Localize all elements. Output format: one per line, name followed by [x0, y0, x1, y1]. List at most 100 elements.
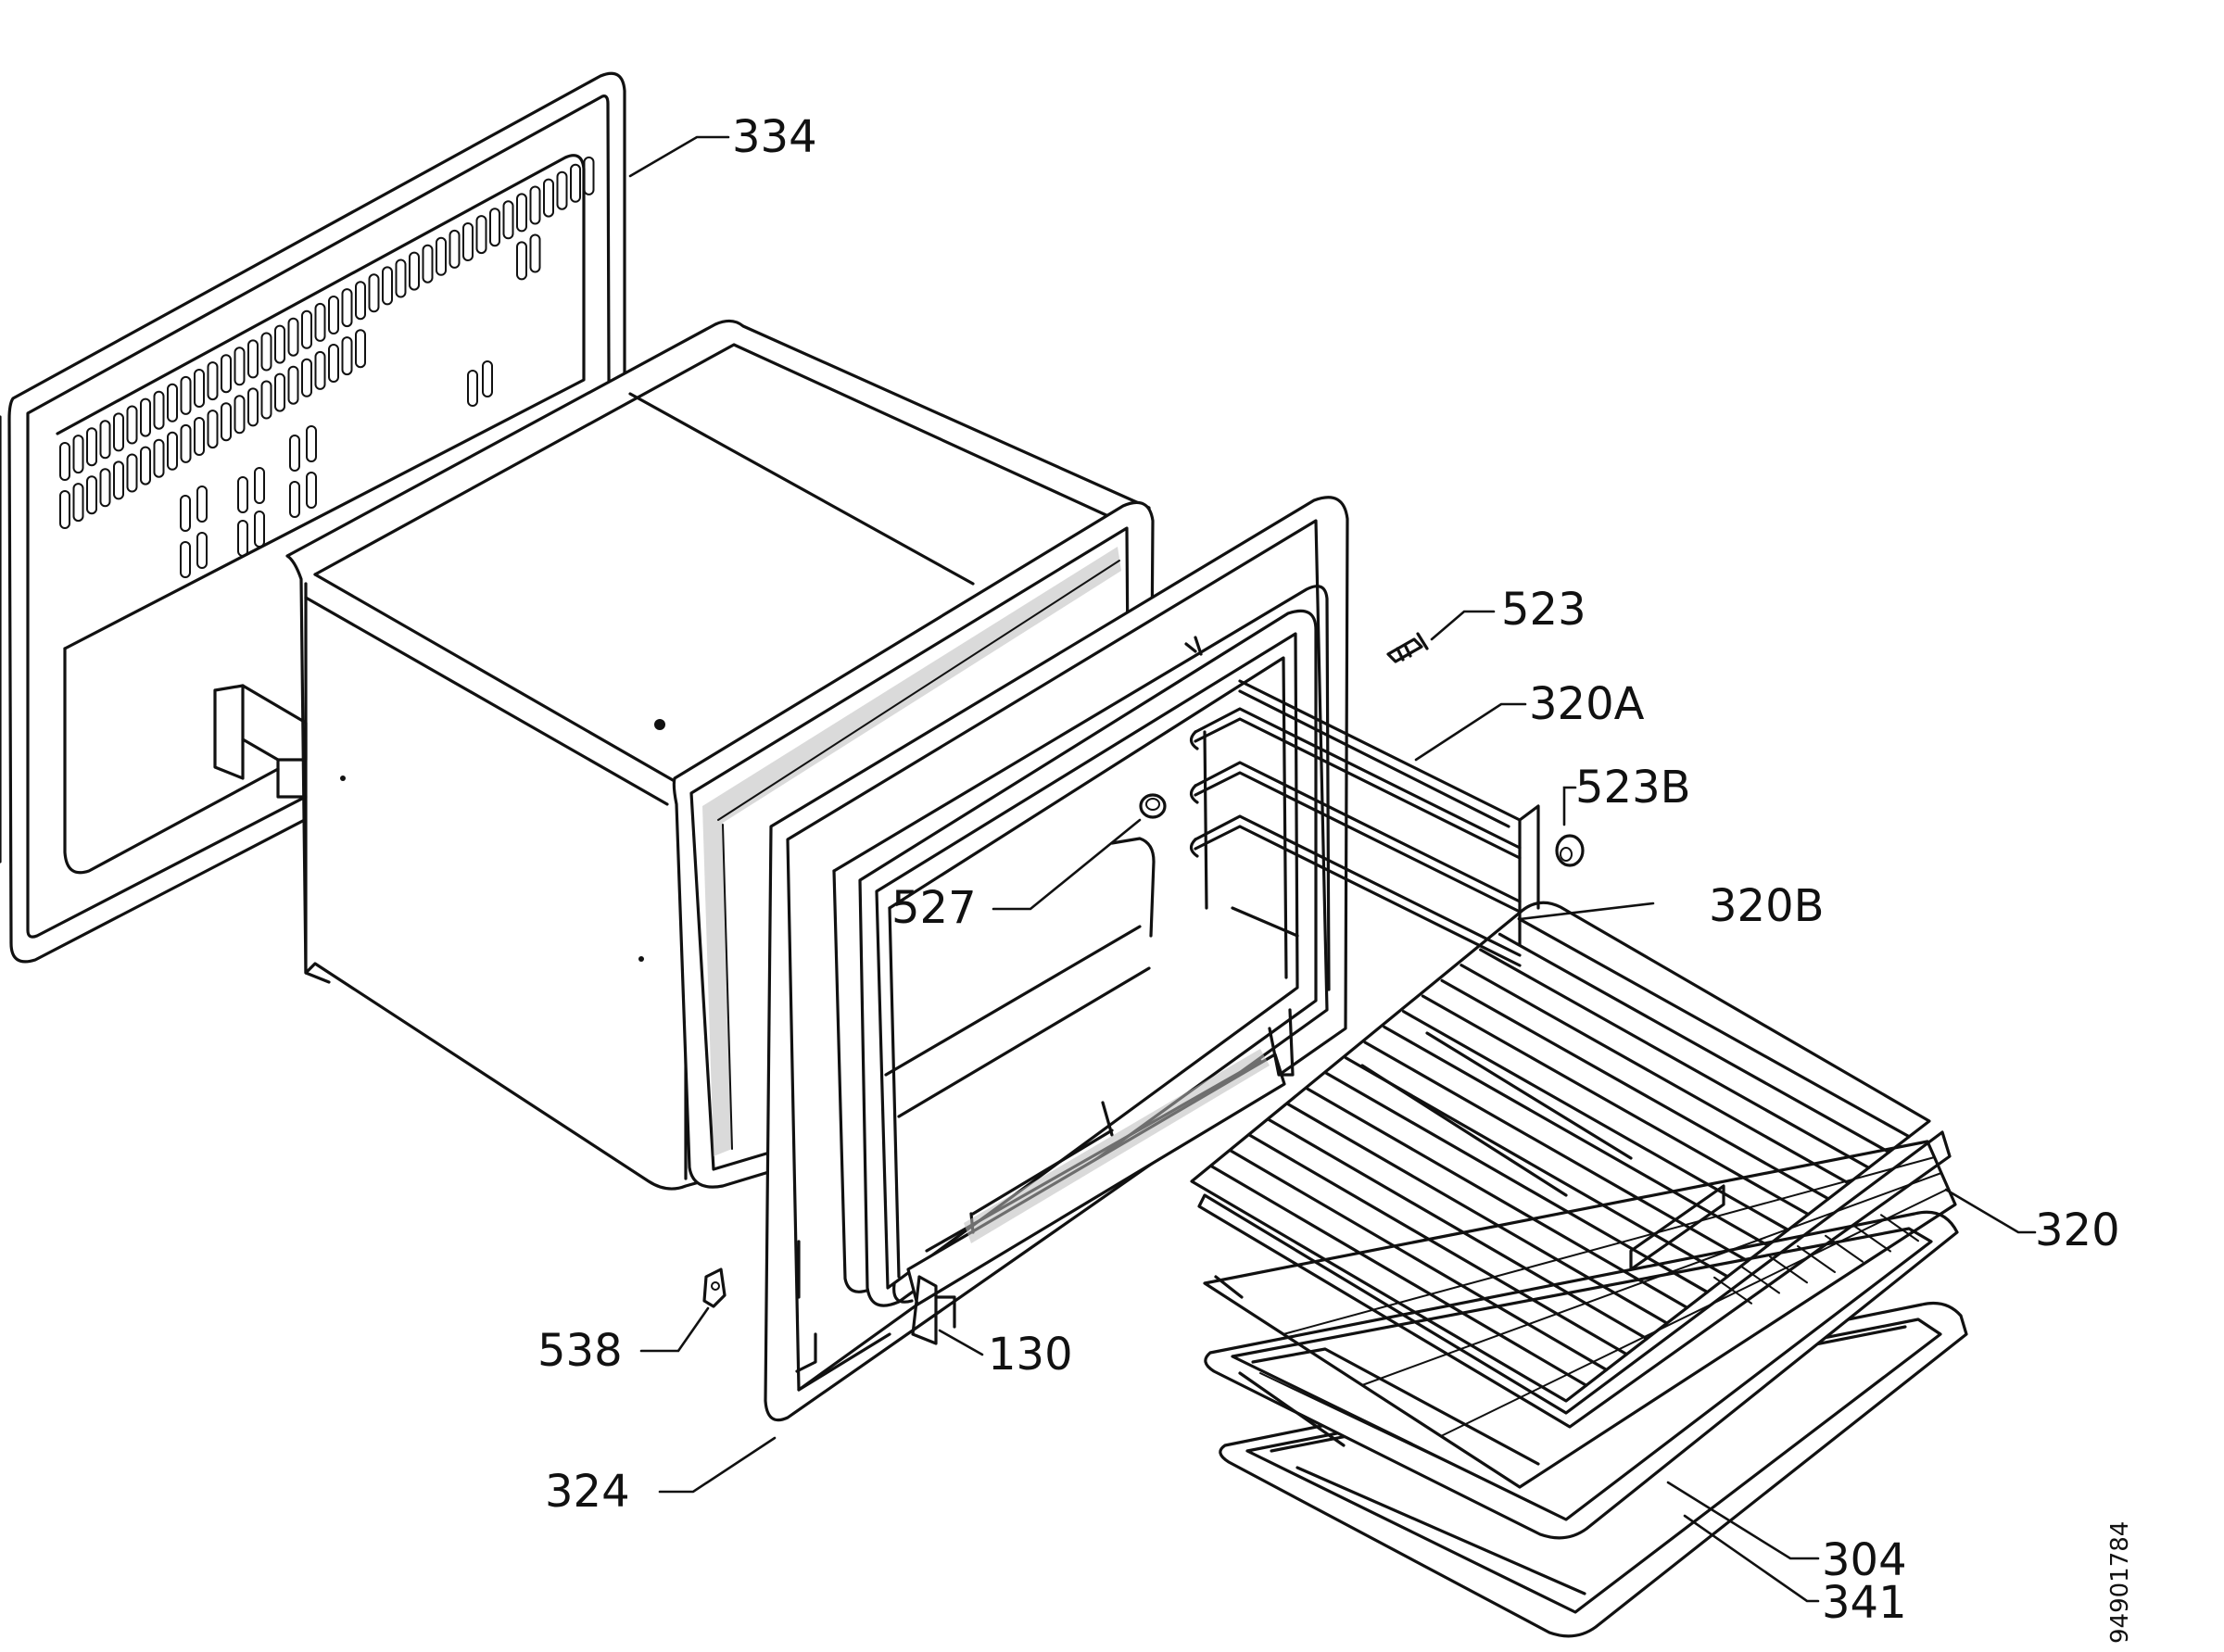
- vent-slot: [167, 431, 178, 471]
- vent-slot: [260, 332, 272, 372]
- rear-panel-334: [0, 71, 626, 964]
- vent-slot: [301, 309, 312, 349]
- vent-slot: [126, 453, 138, 493]
- vent-slot: [153, 438, 165, 478]
- vent-slot: [489, 208, 500, 247]
- callout-341: 341: [1822, 1577, 1907, 1629]
- vent-slot: [140, 446, 151, 486]
- vent-slot: [306, 472, 317, 509]
- callout-324: 324: [545, 1466, 630, 1518]
- vent-slot: [247, 387, 259, 427]
- vent-slot: [194, 417, 205, 456]
- callout-320B: 320B: [1709, 880, 1825, 932]
- vent-slot: [449, 229, 461, 269]
- vent-slot: [355, 329, 366, 369]
- vent-slot: [194, 369, 205, 408]
- vent-slot: [86, 475, 97, 515]
- callout-527: 527: [891, 882, 977, 934]
- callout-523B: 523B: [1575, 762, 1691, 813]
- vent-slot: [254, 467, 265, 504]
- rear-panel-vents: [59, 156, 595, 578]
- vent-slot: [274, 372, 285, 412]
- vent-slot: [341, 336, 353, 376]
- vent-slot: [436, 236, 447, 276]
- vent-slot: [167, 383, 178, 422]
- vent-slot: [289, 435, 300, 472]
- vent-slot: [237, 520, 248, 557]
- vent-slot: [570, 163, 581, 203]
- vent-slot: [328, 296, 339, 334]
- part-538-clip: [702, 1267, 727, 1308]
- vent-slot: [306, 425, 317, 462]
- vent-slot: [462, 222, 474, 261]
- vent-slot: [234, 347, 246, 386]
- callout-538: 538: [537, 1325, 623, 1377]
- wire-rack-320B: [1190, 901, 1952, 1429]
- callout-523: 523: [1501, 584, 1586, 636]
- vent-slot: [287, 365, 299, 405]
- vent-slot: [287, 317, 299, 357]
- vent-slot: [314, 350, 326, 390]
- vent-slot: [221, 402, 232, 442]
- vent-slot: [126, 405, 138, 445]
- vent-slot: [422, 244, 434, 284]
- vent-slot: [529, 233, 541, 273]
- vent-slot: [382, 266, 393, 306]
- shelf-support-320A: [1189, 679, 1540, 967]
- vent-slot: [482, 360, 493, 397]
- vent-slot: [467, 370, 478, 407]
- vent-slot: [153, 390, 165, 430]
- vent-slot: [196, 486, 208, 523]
- vent-slot: [59, 442, 70, 481]
- vent-slot: [207, 361, 219, 401]
- vent-slot: [72, 483, 84, 523]
- vent-slot: [180, 423, 192, 463]
- callout-320: 320: [2035, 1204, 2120, 1256]
- vent-slot: [247, 339, 259, 379]
- vent-slot: [237, 476, 248, 513]
- callout-labels: 334 523 320A 523B 320B 527 320 538 130 3…: [537, 111, 2120, 1629]
- vent-slot: [516, 241, 527, 281]
- vent-slot: [314, 302, 326, 342]
- vent-slot: [180, 541, 191, 578]
- vent-slot: [254, 511, 265, 548]
- vent-slot: [556, 170, 568, 210]
- leader-lines: [628, 135, 2037, 1603]
- callout-130: 130: [988, 1329, 1073, 1381]
- vent-slot: [583, 156, 595, 195]
- vent-slot: [99, 420, 111, 460]
- vent-slot: [475, 215, 487, 255]
- vent-slot: [516, 193, 527, 233]
- vent-slot: [180, 495, 191, 532]
- vent-slot: [355, 281, 366, 321]
- vent-slot: [221, 354, 232, 394]
- vent-slot: [59, 490, 70, 529]
- callout-304: 304: [1822, 1534, 1907, 1586]
- vent-slot: [409, 251, 420, 291]
- vent-slot: [113, 460, 124, 500]
- vent-slot: [86, 427, 97, 467]
- part-527: [1139, 793, 1167, 819]
- vent-slot: [113, 412, 124, 452]
- vent-slot: [99, 468, 111, 508]
- vent-slot: [543, 178, 554, 218]
- inner-seal-frame: [858, 609, 1318, 1345]
- vent-slot: [196, 532, 208, 569]
- part-523B-grommet: [1555, 834, 1585, 867]
- vent-slot: [180, 375, 192, 415]
- vent-slot: [368, 273, 380, 313]
- callout-334: 334: [732, 111, 817, 163]
- callout-320A: 320A: [1529, 678, 1645, 730]
- vent-slot: [301, 358, 312, 397]
- vent-slot: [529, 185, 541, 225]
- vent-slot: [72, 435, 84, 474]
- vent-slot: [274, 324, 285, 364]
- vent-slot: [341, 288, 353, 328]
- vent-slot: [328, 344, 339, 383]
- vent-slot: [207, 410, 219, 449]
- part-523-screw: [1386, 632, 1429, 663]
- vent-slot: [234, 395, 246, 435]
- vent-slot: [260, 380, 272, 420]
- vent-slot: [289, 481, 300, 518]
